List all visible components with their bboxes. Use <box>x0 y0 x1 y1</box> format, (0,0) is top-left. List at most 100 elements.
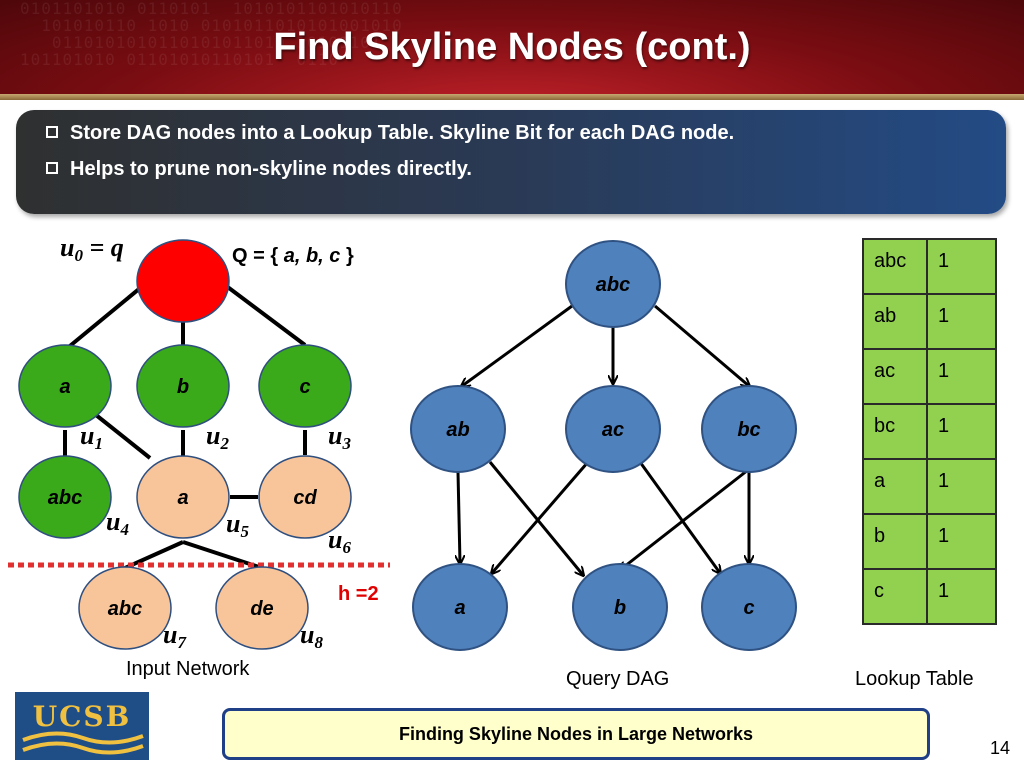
vertex-id-u4: u4 <box>106 507 129 539</box>
network-node-label-u4: abc <box>48 487 82 509</box>
network-node-label-u1: a <box>59 376 70 398</box>
slide-title: Find Skyline Nodes (cont.) <box>273 26 751 68</box>
dag-node-ac <box>565 385 661 473</box>
network-node-u0 <box>136 239 230 323</box>
query-dag-caption: Query DAG <box>566 668 670 690</box>
dag-edge-abc-bc <box>654 304 749 386</box>
table-cell-key: c <box>862 568 928 625</box>
network-node-label-u3: c <box>299 376 310 398</box>
table-cell-bit: 1 <box>926 293 997 350</box>
dag-node-label-c: c <box>743 597 754 619</box>
table-cell-bit: 1 <box>926 348 997 405</box>
table-cell-bit: 1 <box>926 568 997 625</box>
query-set-label: Q = { a, b, c } <box>232 245 354 267</box>
dag-edge-ac-c <box>638 461 720 573</box>
vertex-id-u8: u8 <box>300 620 323 652</box>
binary-background-pattern: 0101101010 0110101 1010101101010110 1010… <box>20 0 403 69</box>
dag-edge-bc-b <box>620 468 749 570</box>
dag-edge-ab-a <box>458 471 460 563</box>
table-cell-key: ac <box>862 348 928 405</box>
table-cell-key: bc <box>862 403 928 460</box>
vertex-id-labels: u0 = q u1 u2 u3 u4 u5 u6 u7 u8 <box>60 233 351 652</box>
slide-header: 0101101010 0110101 1010101101010110 1010… <box>0 0 1024 100</box>
dag-node-label-ab: ab <box>446 419 469 441</box>
dag-node-label-b: b <box>614 597 626 619</box>
dag-node-c <box>701 563 797 651</box>
vertex-id-u5: u5 <box>226 509 249 541</box>
checkbox-bullet-icon <box>46 162 58 174</box>
dag-edge-abc-ab <box>462 304 573 386</box>
network-node-u6 <box>258 455 352 539</box>
network-node-u3 <box>258 344 352 428</box>
network-node-u7 <box>78 566 172 650</box>
query-dag-edges <box>458 304 749 575</box>
table-cell-key: abc <box>862 238 928 295</box>
vertex-id-u3: u3 <box>328 421 351 453</box>
network-node-u8 <box>215 566 309 650</box>
table-cell-bit: 1 <box>926 403 997 460</box>
dag-edge-ab-b <box>488 461 583 575</box>
input-network-edges <box>63 268 307 570</box>
vertex-id-u2: u2 <box>206 421 229 453</box>
bullet-text-2: Helps to prune non-skyline nodes directl… <box>70 158 472 180</box>
network-node-u5 <box>136 455 230 539</box>
dag-node-label-a: a <box>454 597 465 619</box>
table-cell-key: a <box>862 458 928 515</box>
height-label: h =2 <box>338 583 379 605</box>
table-cell-bit: 1 <box>926 513 997 570</box>
checkbox-bullet-icon <box>46 126 58 138</box>
dag-node-bc <box>701 385 797 473</box>
vertex-id-u1: u1 <box>80 421 103 453</box>
network-node-u4 <box>18 455 112 539</box>
edge-u1-u5 <box>94 413 152 460</box>
dag-node-a <box>412 563 508 651</box>
dag-node-label-ac: ac <box>602 419 624 441</box>
table-cell-key: b <box>862 513 928 570</box>
network-node-label-u6: cd <box>293 487 317 509</box>
network-node-label-u5: a <box>177 487 188 509</box>
query-dag-node-labels: abc ab ac bc a b c <box>446 274 760 619</box>
dag-node-b <box>572 563 668 651</box>
logo-text: UCSB <box>32 700 132 733</box>
query-dag-nodes <box>410 240 797 651</box>
ucsb-logo: UCSB <box>15 692 149 760</box>
bullet-item-1: Store DAG nodes into a Lookup Table. Sky… <box>46 122 734 145</box>
table-cell-bit: 1 <box>926 238 997 295</box>
dag-node-label-bc: bc <box>737 419 760 441</box>
table-cell-bit: 1 <box>926 458 997 515</box>
network-node-u2 <box>136 344 230 428</box>
vertex-id-u0: u0 = q <box>60 233 124 265</box>
dag-edge-ac-a <box>492 461 590 573</box>
edge-u5-u7 <box>124 540 184 570</box>
dag-node-abc <box>565 240 661 328</box>
vertex-id-u6: u6 <box>328 525 351 557</box>
input-network-nodes <box>18 239 352 650</box>
network-node-label-u2: b <box>177 376 189 398</box>
table-cell-key: ab <box>862 293 928 350</box>
input-network-caption: Input Network <box>126 658 250 680</box>
vertex-id-u7: u7 <box>163 620 187 652</box>
logo-wave-icon <box>22 731 144 755</box>
bullet-item-2: Helps to prune non-skyline nodes directl… <box>46 158 472 181</box>
dag-node-label-abc: abc <box>596 274 630 296</box>
dag-node-ab <box>410 385 506 473</box>
page-number: 14 <box>990 738 1011 758</box>
network-node-u1 <box>18 344 112 428</box>
network-node-label-u8: de <box>250 598 273 620</box>
footer-title-box: Finding Skyline Nodes in Large Networks <box>222 708 930 760</box>
lookup-table-caption: Lookup Table <box>855 668 974 690</box>
bullet-text-1: Store DAG nodes into a Lookup Table. Sky… <box>70 122 735 144</box>
input-network-node-labels: a b c abc a cd abc de <box>48 376 318 620</box>
network-node-label-u7: abc <box>108 598 142 620</box>
header-gold-stripe <box>0 94 1024 100</box>
bullet-panel: Store DAG nodes into a Lookup Table. Sky… <box>16 110 1006 214</box>
